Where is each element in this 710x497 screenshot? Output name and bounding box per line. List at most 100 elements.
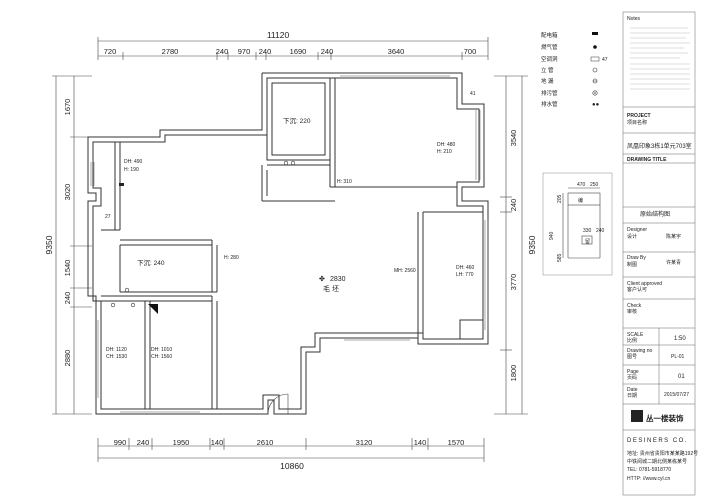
sewage-pipe-icon-core: [594, 92, 596, 94]
bottom-dim: 1570: [448, 438, 465, 447]
bottom-dimension-chain: [97, 438, 485, 462]
inset-dim: 585: [557, 253, 563, 262]
drawn-cn: 制图: [627, 261, 637, 268]
electric-box-icon: [148, 304, 158, 314]
drawing-no-value: PL-01: [671, 354, 685, 360]
sewage-pipe-icon: [592, 90, 598, 96]
page-label: Page: [627, 369, 639, 375]
check-label: Check: [627, 303, 642, 309]
company-address: 地址: 贵州省贵阳市某某路192号: [627, 450, 698, 457]
legend-label: 排污管: [541, 89, 558, 97]
right-total-dim: 9350: [527, 235, 537, 254]
gas-box: [119, 183, 124, 186]
top-dim: 720: [104, 47, 117, 56]
room-h: H: 190: [124, 167, 139, 173]
walls: [87, 72, 489, 415]
room-dh: DH: 1120: [106, 347, 127, 353]
drawing-no-cn: 图号: [627, 354, 637, 360]
gas-pipe-icon: [593, 45, 597, 49]
room-dh: DH: 480: [437, 142, 456, 148]
top-dim: 240: [216, 47, 229, 56]
top-dim: 700: [464, 47, 477, 56]
room-ch: CH: 1560: [151, 354, 172, 360]
drain-pipe-icon: ●●: [592, 102, 600, 108]
left-dim: 3020: [63, 184, 72, 201]
drawing-title: 原始结构图: [640, 210, 670, 218]
company-tel: TEL: 0781-5918770: [627, 467, 671, 473]
inset-dim: 470: [577, 182, 586, 188]
legend-label: 排水管: [541, 100, 558, 108]
designer-sign: 陈某宇: [666, 233, 681, 240]
company-logo: 丛一楼装饰: [646, 413, 684, 423]
date-cn: 日期: [627, 393, 637, 399]
room-dh: DH: 460: [456, 265, 475, 271]
inset-glyph: 编: [578, 197, 583, 204]
legend-label: 地 漏: [541, 77, 554, 85]
marker-text: 41: [470, 91, 476, 97]
room-lh: LH: 770: [456, 272, 474, 278]
left-dim: 2880: [63, 350, 72, 367]
project-label: PROJECT: [627, 113, 651, 119]
legend: 配电箱 燃气管 空调洞 47 立 管 地 漏 排污管 排水管 ●●: [541, 31, 608, 108]
legend-label: 燃气管: [541, 43, 558, 51]
bottom-dim: 140: [414, 438, 427, 447]
mh-height: MH: 2560: [394, 268, 416, 274]
right-dim: 1800: [509, 365, 518, 382]
room-sink-label: 下沉: 220: [283, 117, 311, 125]
top-dim: 240: [259, 47, 272, 56]
inset-dim: 940: [549, 231, 555, 240]
inset-dim: 330: [583, 228, 592, 234]
client-label: Client approved: [627, 281, 662, 287]
right-dim: 3540: [509, 130, 518, 147]
beam-height: H: 280: [224, 255, 239, 261]
top-total-dim: 11120: [267, 30, 290, 40]
scale-cn: 比例: [627, 337, 637, 344]
legend-label: 配电箱: [541, 31, 558, 39]
bottom-dim: 140: [211, 438, 224, 447]
windows: [90, 75, 489, 413]
inset-dim: 240: [596, 228, 605, 234]
room-ch: CH: 1530: [106, 354, 127, 360]
scale-value: 1:50: [674, 336, 686, 342]
top-dim: 3640: [388, 47, 405, 56]
room-dh: DH: 1010: [151, 347, 172, 353]
top-dim: 970: [238, 47, 251, 56]
top-dim: 240: [321, 47, 334, 56]
page-value: 01: [678, 374, 685, 380]
company-web: HTTP: //www.cyl.cn: [627, 476, 671, 482]
room-sink-label: 下沉: 240: [137, 259, 165, 267]
right-dim: 3770: [509, 274, 518, 291]
date-value: 2015/07/27: [664, 392, 689, 398]
notes-heading: Notes: [627, 16, 641, 22]
height-marker-icon: ✤: [319, 275, 325, 283]
right-dimension-chain: [494, 75, 528, 415]
marker-text: 27: [105, 214, 111, 220]
drawing-title-label: DRAWING TITLE: [627, 157, 667, 163]
electric-box-icon: [592, 32, 598, 35]
ceiling-height: 2830: [330, 276, 346, 283]
designer-cn: 设计: [627, 233, 637, 240]
bottom-dim: 240: [137, 438, 150, 447]
date-label: Date: [627, 387, 638, 393]
bottom-dim: 2610: [257, 438, 274, 447]
bottom-total-dim: 10860: [280, 461, 304, 471]
top-dimension-chain: [97, 37, 489, 60]
beam-height: H: 310: [337, 179, 352, 185]
door-swing: [267, 393, 289, 415]
drawn-sign: 许某青: [666, 259, 681, 266]
left-dim: 1670: [63, 99, 72, 116]
inset-dim: 205: [557, 194, 563, 203]
company-address: 中铁阅城二期北侧某栋某号: [627, 458, 687, 465]
ac-hole-icon: [590, 56, 600, 62]
scale-label: SCALE: [627, 332, 644, 338]
room-h: H: 210: [437, 149, 452, 155]
inset-glyph: 留: [585, 238, 590, 245]
riser-icon: [592, 67, 598, 73]
bottom-dim: 1950: [173, 438, 190, 447]
project-name: 凤凰印象3栋1单元703室: [627, 142, 692, 150]
legend-label: 空调洞: [541, 55, 558, 63]
bottom-dim: 3120: [356, 438, 373, 447]
inset-drawing: [562, 187, 601, 259]
left-dimension-chain: [52, 75, 92, 415]
